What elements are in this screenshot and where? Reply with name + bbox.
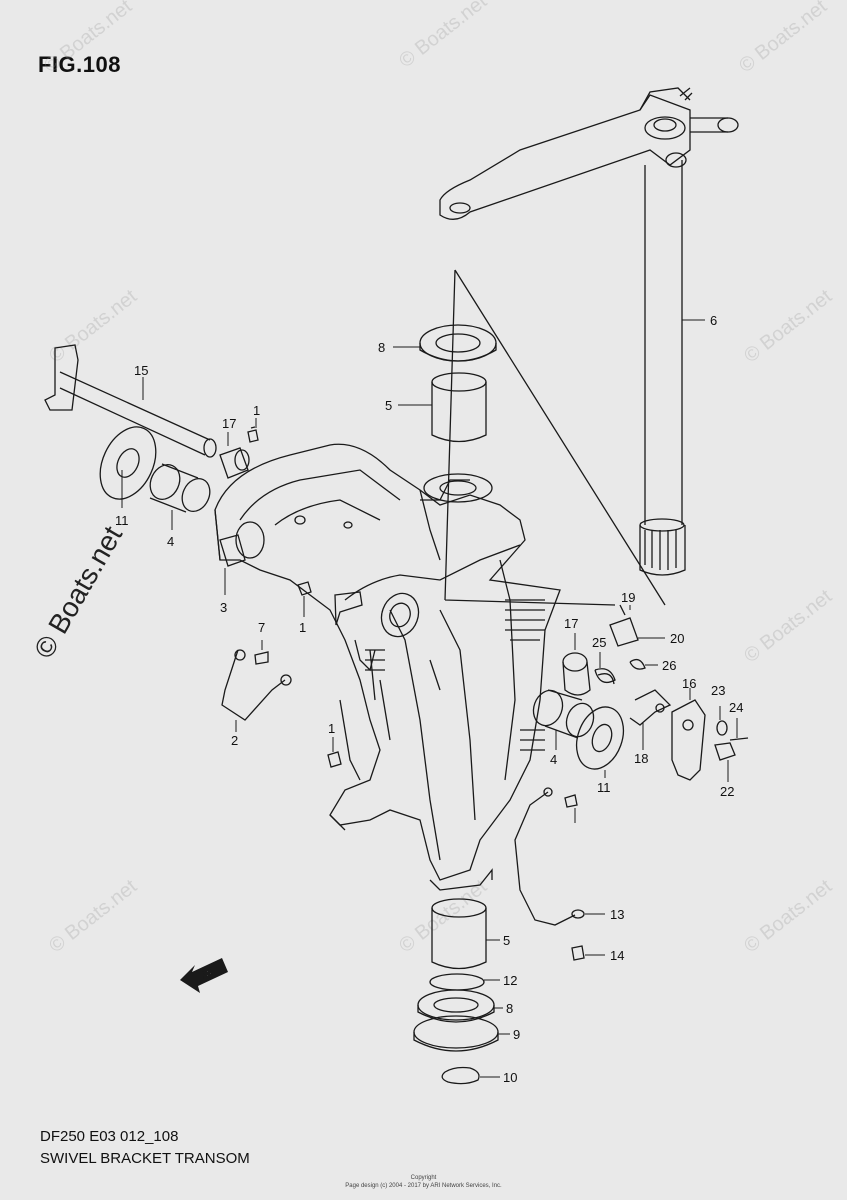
bushing-left	[149, 463, 211, 513]
steering-arm	[439, 87, 739, 220]
callout-12: 12	[503, 973, 517, 988]
copyright-notice: Copyright Page design (c) 2004 - 2017 by…	[0, 1174, 847, 1190]
swivel-bracket-body	[214, 443, 561, 891]
fwd-arrow-icon: FWD	[180, 958, 228, 993]
grease-nipples	[247, 426, 363, 768]
collar-left	[219, 447, 250, 479]
callout-2: 2	[231, 733, 238, 748]
callout-8: 8	[506, 1001, 513, 1016]
bushing-bottom	[431, 898, 487, 970]
circlip	[441, 1066, 480, 1085]
callout-5: 5	[503, 933, 510, 948]
copyright-line-1: Copyright	[410, 1175, 437, 1181]
callout-3: 3	[220, 600, 227, 615]
callout-1: 1	[253, 403, 260, 418]
callout-18: 18	[634, 751, 648, 766]
callout-14: 14	[610, 948, 624, 963]
bottom-cap	[413, 1015, 499, 1052]
callout-25: 26	[662, 658, 676, 673]
callout-16: 16	[682, 676, 696, 691]
callout-13: 13	[610, 907, 624, 922]
callout-10: 10	[503, 1070, 517, 1085]
callout-1: 1	[299, 620, 306, 635]
callout-5: 5	[385, 398, 392, 413]
thrust-washer-bottom	[417, 989, 495, 1023]
bracket-clip	[219, 534, 246, 567]
ground-lead-left	[221, 649, 292, 721]
callout-20: 20	[670, 631, 684, 646]
reference-line	[444, 269, 666, 606]
stopper-bracket	[671, 699, 749, 781]
shim-washer	[429, 973, 485, 991]
callout-21: 22	[720, 784, 734, 799]
figure-title: FIG.108	[38, 52, 121, 77]
right-side-parts	[532, 652, 625, 770]
thrust-washer-top	[419, 324, 497, 362]
copyright-line-2: Page design (c) 2004 - 2017 by ARI Netwo…	[345, 1183, 502, 1189]
callout-11: 11	[597, 780, 611, 795]
model-code: DF250 E03 012_108	[40, 1128, 179, 1145]
callout-1: 1	[328, 721, 335, 736]
callout-17: 17	[222, 416, 236, 431]
callout-4: 4	[167, 534, 174, 549]
callout-24: 25	[592, 635, 606, 650]
callout-23: 24	[729, 700, 743, 715]
ground-lead-right	[514, 787, 585, 961]
diagram-name: SWIVEL BRACKET TRANSOM	[40, 1150, 250, 1167]
callout-4: 4	[550, 752, 557, 767]
callout-11: 11	[115, 513, 129, 528]
callout-22: 23	[711, 683, 725, 698]
callout-9: 9	[513, 1027, 520, 1042]
callout-6: 6	[710, 313, 717, 328]
callout-7: 7	[258, 620, 265, 635]
stopper-and-lever	[609, 604, 672, 726]
callout-19: 19	[621, 590, 635, 605]
pilot-shaft	[44, 344, 217, 458]
steering-shaft	[639, 160, 686, 576]
bracket-top-washer	[423, 473, 493, 503]
callout-8: 8	[378, 340, 385, 355]
callout-17: 17	[564, 616, 578, 631]
callout-15: 15	[134, 363, 148, 378]
bushing-top	[431, 372, 487, 443]
leader-lines	[121, 319, 738, 1078]
part-callouts: 6 8 5 15 17 1 11 4 3 1 7 2 1 19 20 17 25…	[115, 313, 743, 1085]
